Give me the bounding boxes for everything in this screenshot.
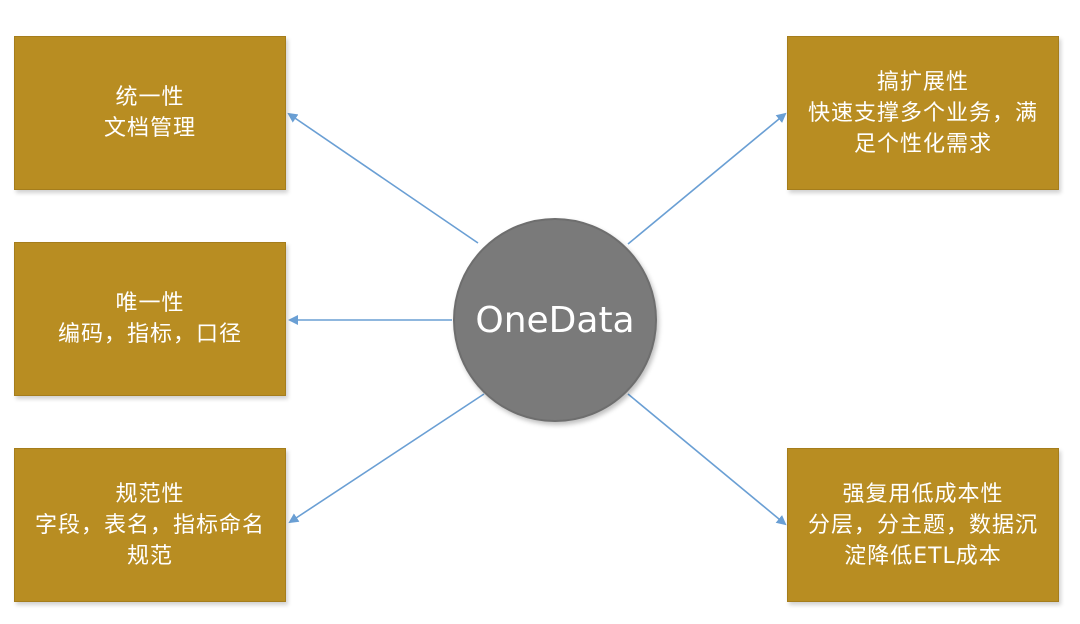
box-line: 分层，分主题，数据沉 bbox=[807, 512, 1038, 538]
box-text: 强复用低成本性 分层，分主题，数据沉 淀降低ETL成本 bbox=[808, 479, 1038, 572]
box-line: 编码，指标，口径 bbox=[57, 322, 242, 347]
center-label: OneData bbox=[475, 299, 635, 341]
box-text: 搞扩展性 快速支撑多个业务，满 足个性化需求 bbox=[808, 67, 1038, 160]
arrow-to-extensibility bbox=[627, 112, 787, 245]
box-uniformity: 统一性 文档管理 bbox=[14, 36, 286, 190]
box-title: 唯一性 bbox=[115, 291, 185, 316]
arrow-to-standardization bbox=[288, 393, 485, 524]
box-reuse-low-cost: 强复用低成本性 分层，分主题，数据沉 淀降低ETL成本 bbox=[787, 448, 1059, 602]
box-title: 规范性 bbox=[115, 481, 185, 507]
box-line: 足个性化需求 bbox=[853, 131, 992, 157]
box-standardization: 规范性 字段，表名，指标命名 规范 bbox=[14, 448, 286, 602]
box-line: 淀降低ETL成本 bbox=[844, 543, 1002, 569]
box-line: 快速支撑多个业务，满 bbox=[807, 100, 1038, 126]
box-title: 强复用低成本性 bbox=[842, 481, 1004, 507]
arrow-to-uniformity bbox=[287, 112, 479, 244]
box-line: 规范 bbox=[126, 543, 173, 569]
arrow-to-reuse bbox=[627, 393, 787, 526]
box-title: 搞扩展性 bbox=[876, 69, 969, 95]
box-text: 规范性 字段，表名，指标命名 规范 bbox=[35, 479, 265, 572]
center-node-onedata: OneData bbox=[453, 218, 657, 422]
box-extensibility: 搞扩展性 快速支撑多个业务，满 足个性化需求 bbox=[787, 36, 1059, 190]
box-text: 唯一性 编码，指标，口径 bbox=[58, 288, 242, 350]
box-line: 字段，表名，指标命名 bbox=[34, 512, 265, 538]
box-uniqueness: 唯一性 编码，指标，口径 bbox=[14, 242, 286, 396]
box-line: 文档管理 bbox=[103, 116, 196, 141]
box-title: 统一性 bbox=[115, 85, 185, 110]
box-text: 统一性 文档管理 bbox=[104, 82, 196, 144]
